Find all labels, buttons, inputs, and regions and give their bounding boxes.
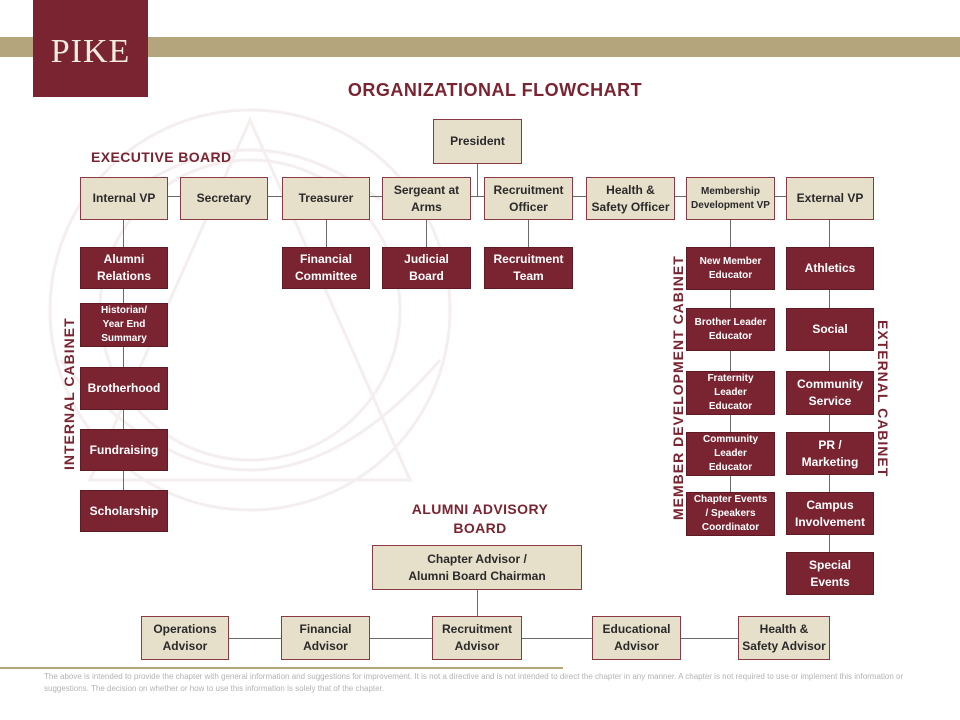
chapter-advisor-box: Chapter Advisor / Alumni Board Chairman	[372, 545, 582, 590]
internal-cabinet-item: Alumni Relations	[80, 247, 168, 289]
external-cabinet-item: Campus Involvement	[786, 492, 874, 535]
membership-development-vp-box: Membership Development VP	[686, 177, 775, 220]
advisor-box: Operations Advisor	[141, 616, 229, 660]
connector-line	[528, 219, 529, 249]
disclaimer-text: The above is intended to provide the cha…	[44, 672, 904, 694]
external-cabinet-item: PR / Marketing	[786, 432, 874, 475]
footer-divider	[0, 667, 563, 669]
internal-vp-box: Internal VP	[80, 177, 168, 220]
external-cabinet-item: Community Service	[786, 371, 874, 415]
health-safety-officer-box: Health & Safety Officer	[586, 177, 675, 220]
connector-line	[326, 219, 327, 249]
advisor-box: Recruitment Advisor	[432, 616, 522, 660]
internal-cabinet-item: Historian/ Year End Summary	[80, 303, 168, 347]
judicial-board-box: Judicial Board	[382, 247, 471, 289]
recruitment-officer-box: Recruitment Officer	[484, 177, 573, 220]
connector-line	[168, 196, 788, 197]
connector-line	[477, 590, 478, 616]
connector-line	[477, 163, 478, 196]
president-box: President	[433, 119, 522, 164]
alumni-advisory-board-label: ALUMNI ADVISORY BOARD	[411, 501, 549, 536]
internal-cabinet-label: INTERNAL CABINET	[61, 317, 77, 470]
page-title: ORGANIZATIONAL FLOWCHART	[347, 80, 643, 100]
advisor-box: Health & Safety Advisor	[738, 616, 830, 660]
recruitment-team-box: Recruitment Team	[484, 247, 573, 289]
sergeant-at-arms-box: Sergeant at Arms	[382, 177, 471, 220]
executive-board-label: EXECUTIVE BOARD	[91, 149, 232, 165]
connector-line	[123, 219, 124, 511]
external-cabinet-item: Special Events	[786, 552, 874, 595]
pike-logo: PIKE	[33, 0, 148, 97]
internal-cabinet-item: Scholarship	[80, 490, 168, 532]
member-development-item: Brother Leader Educator	[686, 308, 775, 351]
external-vp-box: External VP	[786, 177, 874, 220]
connector-line	[426, 219, 427, 249]
header-band	[0, 37, 960, 57]
treasurer-box: Treasurer	[282, 177, 370, 220]
advisor-box: Financial Advisor	[281, 616, 370, 660]
secretary-box: Secretary	[180, 177, 268, 220]
external-cabinet-item: Athletics	[786, 247, 874, 290]
member-development-item: Chapter Events / Speakers Coordinator	[686, 492, 775, 536]
member-development-item: Fraternity Leader Educator	[686, 371, 775, 415]
member-development-item: Community Leader Educator	[686, 432, 775, 476]
financial-committee-box: Financial Committee	[282, 247, 370, 289]
internal-cabinet-item: Brotherhood	[80, 367, 168, 410]
member-development-cabinet-label: MEMBER DEVELOPMENT CABINET	[670, 255, 686, 520]
external-cabinet-item: Social	[786, 308, 874, 351]
external-cabinet-label: EXTERNAL CABINET	[875, 320, 891, 478]
internal-cabinet-item: Fundraising	[80, 429, 168, 471]
advisor-box: Educational Advisor	[592, 616, 681, 660]
connector-line	[730, 219, 731, 514]
member-development-item: New Member Educator	[686, 247, 775, 290]
